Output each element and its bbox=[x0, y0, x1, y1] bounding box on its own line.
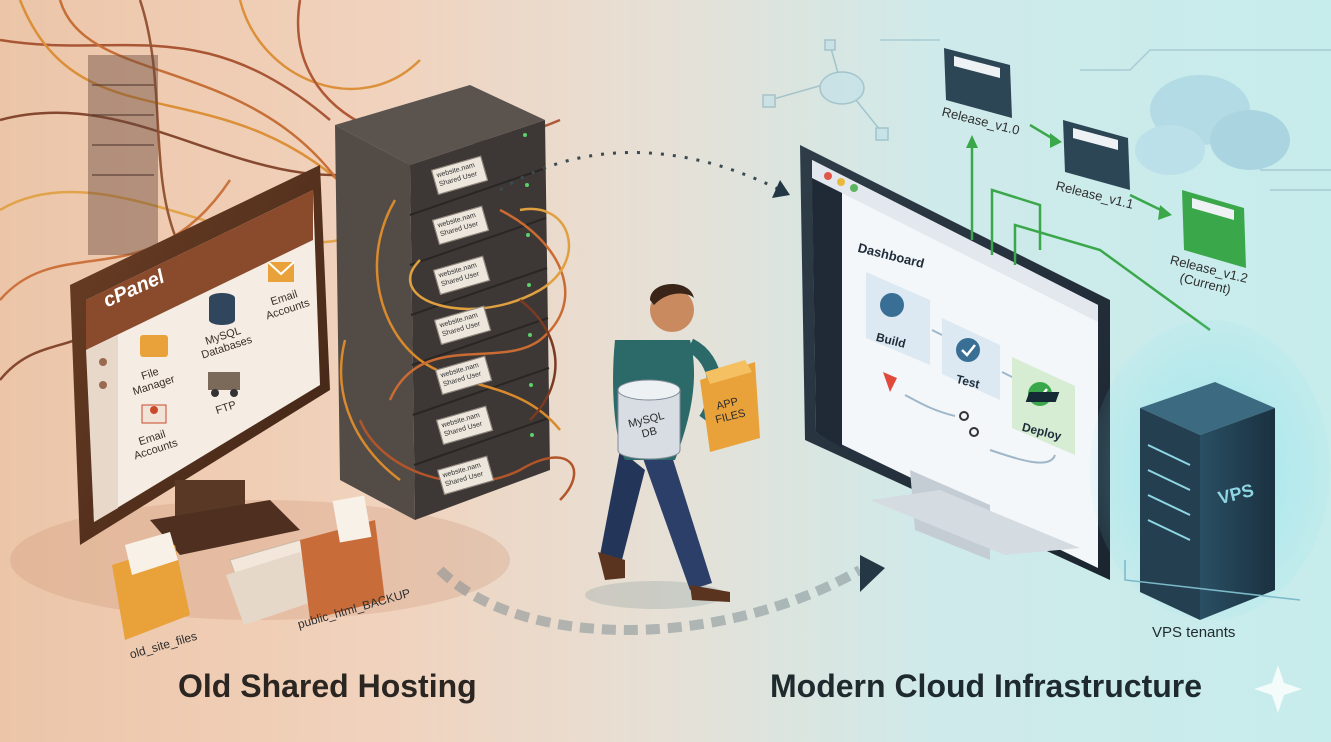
old-hosting-title: Old Shared Hosting bbox=[178, 668, 477, 704]
folder-icon bbox=[140, 335, 168, 357]
cpanel-icons bbox=[99, 261, 295, 424]
cloud-icon bbox=[1135, 75, 1290, 175]
cpanel-monitor bbox=[70, 165, 330, 555]
build-step bbox=[866, 272, 930, 365]
background-rack bbox=[88, 55, 158, 255]
rack-cables bbox=[339, 199, 576, 501]
release-arrows bbox=[970, 123, 1211, 332]
modern-cloud-title: Modern Cloud Infrastructure bbox=[770, 668, 1203, 704]
deploy-step bbox=[1012, 357, 1075, 455]
sparkle-icon bbox=[1254, 665, 1302, 713]
old-folders bbox=[112, 495, 385, 640]
migration-arrow-bottom bbox=[436, 565, 863, 635]
server-rack bbox=[335, 85, 550, 520]
release-folders bbox=[944, 48, 1246, 268]
app-files-folder-icon bbox=[700, 360, 760, 452]
git-icon bbox=[883, 372, 897, 392]
vps-server bbox=[1025, 320, 1330, 620]
sidebar-icon bbox=[99, 358, 107, 366]
database-cylinder-icon bbox=[617, 379, 681, 460]
truck-icon bbox=[208, 372, 240, 390]
migration-arrow-top bbox=[499, 151, 781, 192]
db-label-line2: DB bbox=[640, 425, 659, 441]
vps-tenants-caption: VPS tenants bbox=[1152, 624, 1236, 641]
network-graph bbox=[762, 39, 889, 141]
